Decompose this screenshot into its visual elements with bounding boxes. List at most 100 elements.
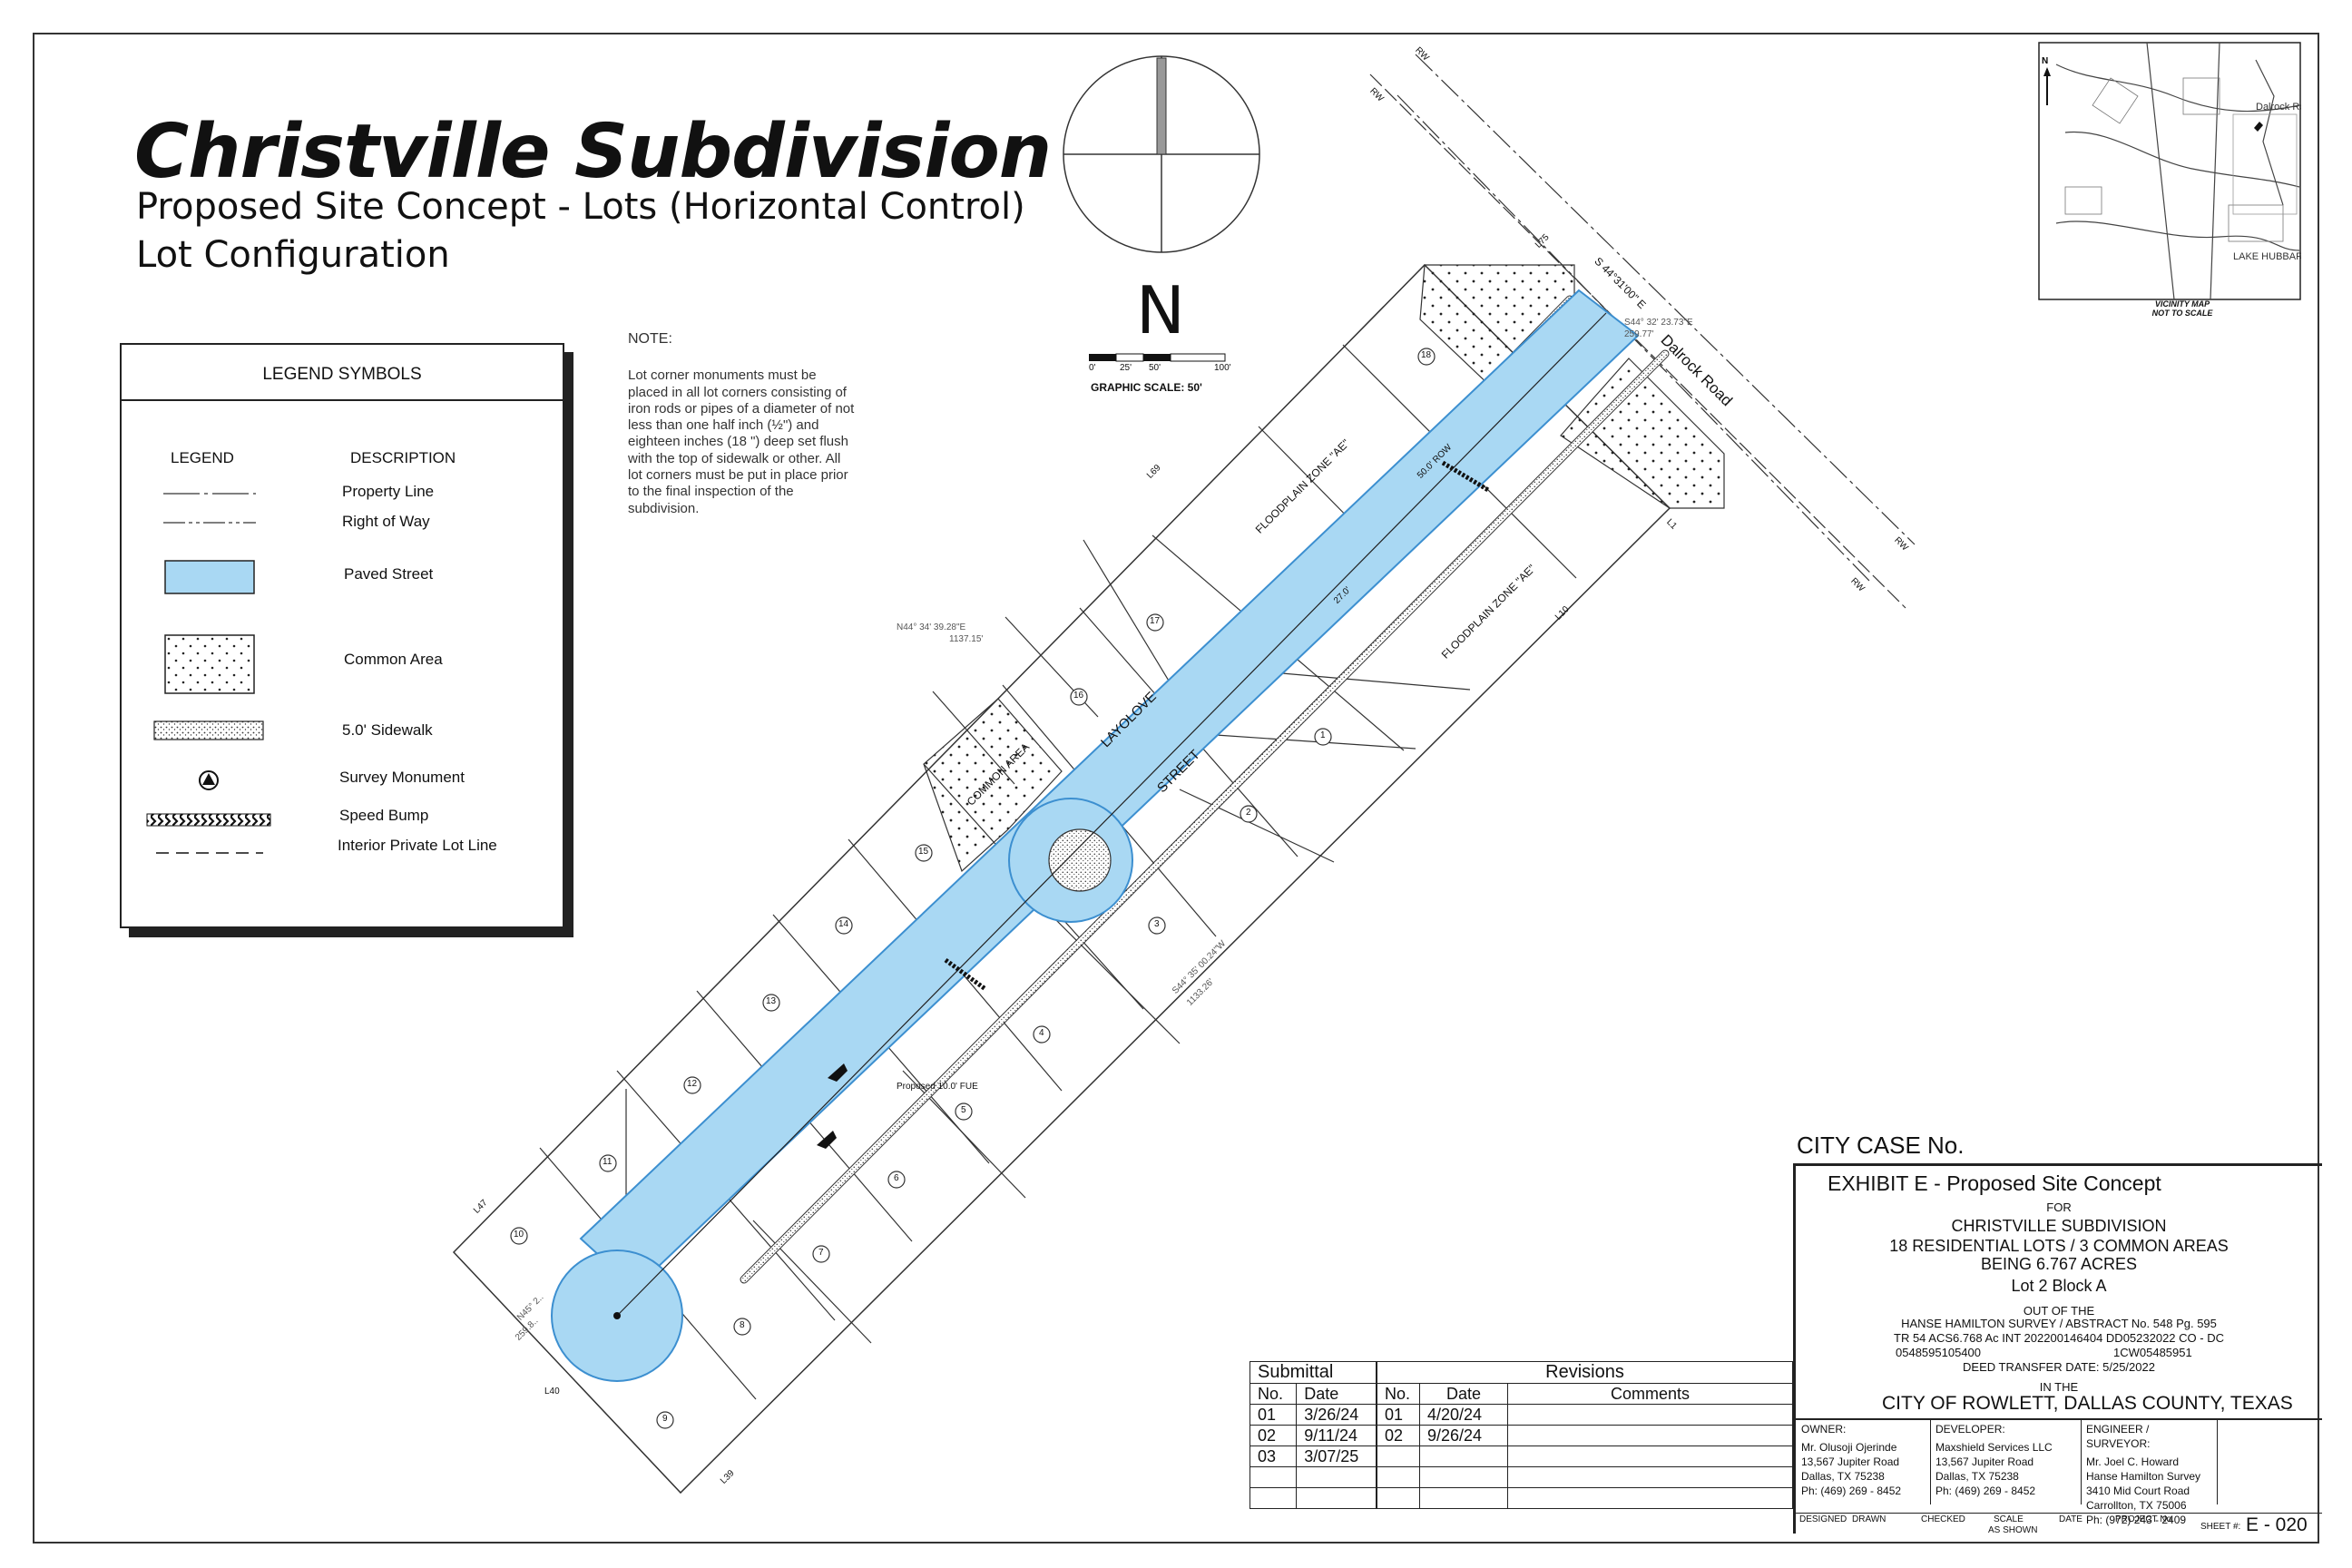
developer-line: Dallas, TX 75238 <box>1936 1470 2019 1483</box>
lot-number: 1 <box>1320 730 1326 740</box>
scale-tick-50: 50' <box>1149 363 1161 373</box>
submittal-title: Submittal <box>1250 1361 1377 1384</box>
lot-number: 18 <box>1421 350 1432 360</box>
developer-line: Maxshield Services LLC <box>1936 1441 2053 1454</box>
paved-street-symbol <box>164 560 255 594</box>
cell: 02 <box>1377 1425 1420 1446</box>
cell: 9/11/24 <box>1296 1425 1377 1446</box>
owner-head: OWNER: <box>1801 1423 1847 1436</box>
lot-number: 10 <box>514 1230 524 1240</box>
scale-tick-0: 0' <box>1089 363 1096 373</box>
legend-label-property-line: Property Line <box>342 483 435 500</box>
engineer-line: Mr. Joel C. Howard <box>2086 1455 2180 1468</box>
revisions-col-comments: Comments <box>1507 1383 1793 1405</box>
lot-number: 9 <box>662 1414 668 1424</box>
lot-number: 8 <box>740 1320 745 1330</box>
city-case-label: CITY CASE No. <box>1797 1132 1965 1159</box>
exhibit-title: EXHIBIT E - Proposed Site Concept <box>1828 1171 2161 1195</box>
svg-text:N: N <box>2042 56 2048 66</box>
deed-date: DEED TRANSFER DATE: 5/25/2022 <box>1963 1360 2155 1374</box>
cell: 3/07/25 <box>1296 1446 1377 1467</box>
engineer-line: Carrollton, TX 75006 <box>2086 1499 2187 1512</box>
legend-label-sidewalk: 5.0' Sidewalk <box>342 721 433 739</box>
submittal-col-date: Date <box>1296 1383 1377 1405</box>
lot-number: 14 <box>838 919 849 929</box>
legend-label-survey-monument: Survey Monument <box>339 769 465 786</box>
engineer-line: Ph: (972) 243 - 2409 <box>2086 1514 2187 1526</box>
engineer-head: ENGINEER / SURVEYOR: <box>2086 1423 2151 1450</box>
lot-number: 7 <box>818 1248 824 1258</box>
scale-tick-25: 25' <box>1120 363 1132 373</box>
vicinity-map-title: VICINITY MAP <box>2154 299 2210 309</box>
account-number-1: 0548595105400 <box>1896 1346 1981 1359</box>
engineer-box: ENGINEER / SURVEYOR: Mr. Joel C. Howard … <box>2081 1418 2218 1526</box>
vicinity-map-label: VICINITY MAP NOT TO SCALE <box>2132 299 2232 318</box>
revisions-col-no: No. <box>1377 1383 1420 1405</box>
north-letter: N <box>1136 272 1185 348</box>
lot-number: 6 <box>894 1173 899 1183</box>
paved-street <box>551 289 1640 1382</box>
footer-checked: CHECKED <box>1921 1514 1965 1524</box>
survey-monument-icon <box>199 770 219 790</box>
line-label: L40 <box>544 1387 560 1396</box>
svg-text:LAKE HUBBARD: LAKE HUBBARD <box>2233 251 2301 262</box>
lot-number: 12 <box>687 1079 698 1089</box>
note-title: NOTE: <box>628 331 672 347</box>
cell: 3/26/24 <box>1296 1404 1377 1426</box>
footer-drawn: DRAWN <box>1852 1514 1886 1524</box>
bearing-left-2: 1137.15' <box>949 634 984 644</box>
page-subtitle: Proposed Site Concept - Lots (Horizontal… <box>136 186 1025 228</box>
lot-number: 11 <box>603 1157 612 1167</box>
engineer-line: Hanse Hamilton Survey <box>2086 1470 2201 1483</box>
lot-number: 15 <box>918 847 929 857</box>
divider <box>1796 1418 2322 1420</box>
legend-box: LEGEND SYMBOLS LEGEND DESCRIPTION <box>120 343 564 928</box>
developer-line: Ph: (469) 269 - 8452 <box>1936 1485 2036 1497</box>
bearing-right-1: S44° 32' 23.73"E <box>1624 318 1693 328</box>
lot-number: 3 <box>1154 919 1160 929</box>
common-area-symbol <box>164 634 255 694</box>
footer-divider <box>1796 1513 2322 1514</box>
note-text: Lot corner monuments must be placed in a… <box>628 368 855 516</box>
legend-title: LEGEND SYMBOLS <box>262 365 422 384</box>
lot-number: 2 <box>1246 808 1251 818</box>
graphic-scale-label: GRAPHIC SCALE: 50' <box>1091 381 1202 394</box>
cell: 01 <box>1377 1404 1420 1426</box>
footer-designed: DESIGNED <box>1799 1514 1847 1524</box>
legend-label-paved-street: Paved Street <box>344 565 434 583</box>
legend-symbols <box>146 493 271 854</box>
legend-header: LEGEND SYMBOLS <box>122 345 563 401</box>
owner-line: Ph: (469) 269 - 8452 <box>1801 1485 1902 1497</box>
speed-bumps <box>944 460 1490 992</box>
lot-block: Lot 2 Block A <box>2011 1277 2107 1295</box>
cell: 4/20/24 <box>1419 1404 1508 1426</box>
developer-line: 13,567 Jupiter Road <box>1936 1455 2034 1468</box>
city-county: CITY OF ROWLETT, DALLAS COUNTY, TEXAS <box>1882 1393 2293 1414</box>
lot-number: 5 <box>961 1105 966 1115</box>
sidewalk-symbol <box>153 720 264 740</box>
owner-line: Mr. Olusoji Ojerinde <box>1801 1441 1897 1454</box>
speed-bump-symbol <box>146 813 271 827</box>
cell: 02 <box>1249 1425 1298 1446</box>
vicinity-map: Dalrock Road LAKE HUBBARD N <box>2038 42 2301 300</box>
legend-label-common-area: Common Area <box>344 651 443 668</box>
direction-arrows <box>817 1063 848 1149</box>
legend-column-legend: LEGEND <box>171 449 234 466</box>
owner-line: 13,567 Jupiter Road <box>1801 1455 1900 1468</box>
note-block: NOTE: Lot corner monuments must be place… <box>628 331 855 517</box>
footer-scale: SCALE <box>1994 1514 2024 1524</box>
footer-project: PROJECT No. <box>2115 1514 2174 1524</box>
fue-label: Proposed 10.0' FUE <box>897 1082 978 1092</box>
developer-head: DEVELOPER: <box>1936 1423 2005 1436</box>
cell: 03 <box>1249 1446 1298 1467</box>
owner-line: Dallas, TX 75238 <box>1801 1470 1885 1483</box>
cell <box>1507 1404 1793 1426</box>
sheet-label: SHEET #: <box>2200 1522 2241 1532</box>
svg-text:Dalrock Road: Dalrock Road <box>2256 102 2301 113</box>
